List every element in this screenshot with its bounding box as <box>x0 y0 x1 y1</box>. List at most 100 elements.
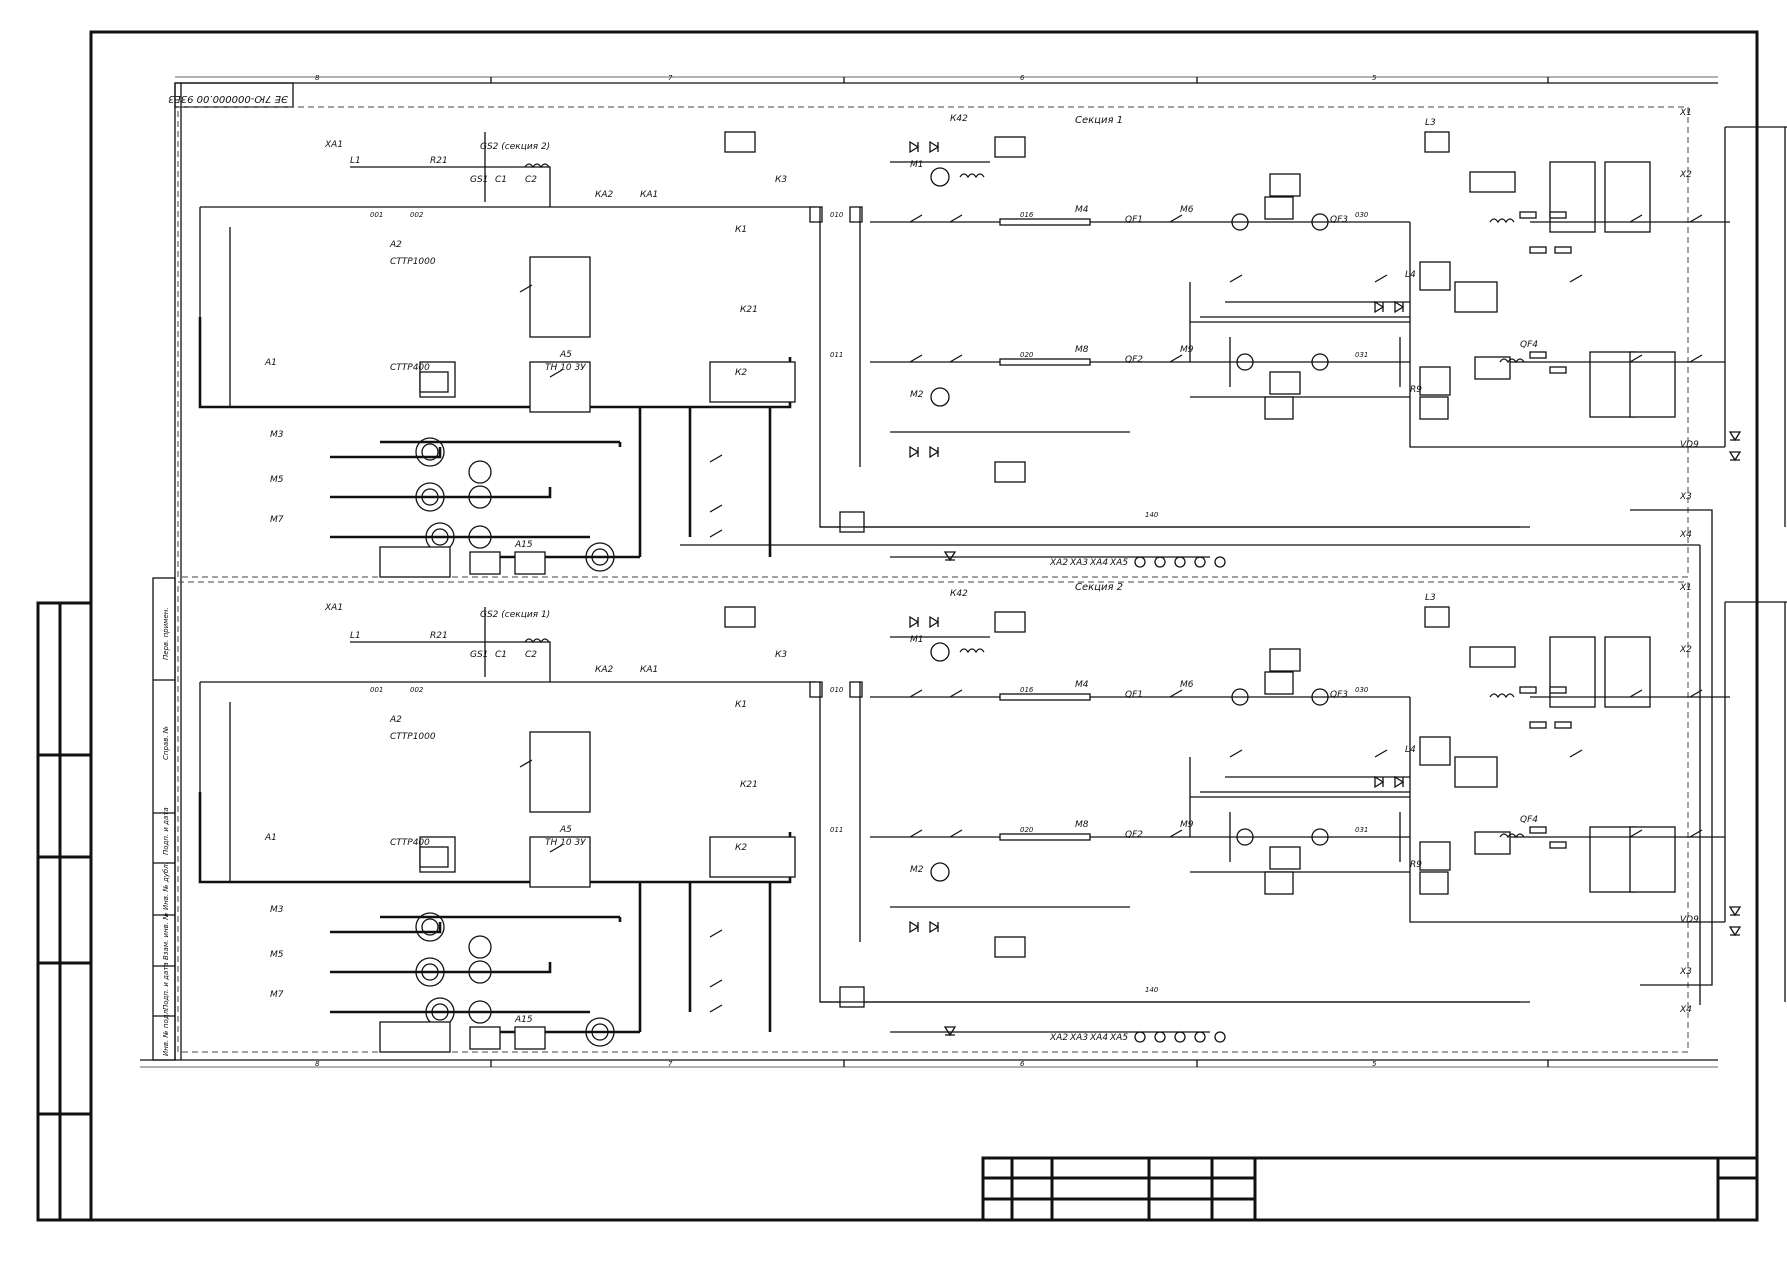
label-vd9: VD9 <box>1680 915 1699 925</box>
section-2-title: Секция 2 <box>1075 582 1123 593</box>
wire-010: 010 <box>830 686 844 694</box>
label-sttr1000: СТТР1000 <box>390 732 436 742</box>
wire-011: 011 <box>830 351 843 359</box>
drawing-frame <box>89 30 1759 1222</box>
side-label-5: Взам. инв. № <box>162 912 170 960</box>
label-m9: М9 <box>1180 820 1194 830</box>
label-c1: С1 <box>495 175 507 185</box>
label-qf2: QF2 <box>1125 830 1143 840</box>
zone-top-8: 8 <box>315 74 320 82</box>
label-x1: Х1 <box>1679 583 1692 593</box>
wire-140: 140 <box>1145 511 1159 519</box>
wire-001: 001 <box>370 686 383 694</box>
label-x3: Х3 <box>1679 967 1692 977</box>
label-l1: L1 <box>350 631 361 641</box>
label-r21: R21 <box>430 156 448 166</box>
label-m6: М6 <box>1180 205 1194 215</box>
label-c2: С2 <box>525 175 537 185</box>
label-m5: М5 <box>270 950 284 960</box>
label-a2: А2 <box>389 240 402 250</box>
label-m2: М2 <box>910 865 924 875</box>
label-l3: L3 <box>1425 593 1436 603</box>
label-sttr400: СТТР400 <box>390 838 430 848</box>
label-xa1: ХА1 <box>324 140 343 150</box>
zone-top-5: 5 <box>1372 74 1377 82</box>
zone-ruler-bottom: 8 7 6 5 <box>140 1059 1718 1068</box>
label-ka1: КА1 <box>640 665 658 675</box>
section-2: Секция 2 GS2 (секция 1) ХА1 L1 R21 GS1 С… <box>176 580 1787 1054</box>
label-tn: ТН 10 3У <box>545 838 586 848</box>
label-qf3: QF3 <box>1330 690 1348 700</box>
wire-011: 011 <box>830 826 843 834</box>
label-xa5: ХА5 <box>1109 558 1128 568</box>
label-u3: L4 <box>1405 745 1416 755</box>
label-qf3: QF3 <box>1330 215 1348 225</box>
label-r21: R21 <box>430 631 448 641</box>
label-k21: К21 <box>740 780 758 790</box>
wire-040: 030 <box>1355 686 1369 694</box>
wire-002: 002 <box>410 211 424 219</box>
label-a1: А1 <box>264 833 277 843</box>
wire-001: 001 <box>370 211 383 219</box>
wire-040: 030 <box>1355 211 1369 219</box>
zone-ruler-top: 8 7 6 5 <box>175 74 1718 84</box>
label-r7: R9 <box>1410 860 1422 870</box>
label-m1: М1 <box>910 160 924 170</box>
label-x3: Х3 <box>1679 492 1692 502</box>
label-gs1: GS1 <box>470 175 488 185</box>
label-m8: М8 <box>1075 820 1089 830</box>
side-stamp-strip <box>36 601 93 1222</box>
zone-bot-5: 5 <box>1372 1060 1377 1068</box>
label-a15: A15 <box>514 1015 533 1025</box>
label-vd9: VD9 <box>1680 440 1699 450</box>
section-1: Секция 1 GS2 (секция 2) ХА1 L1 R21 GS1 С… <box>176 105 1787 579</box>
label-u3: L4 <box>1405 270 1416 280</box>
label-x4: Х4 <box>1679 530 1692 540</box>
side-label-6: Подп. и дата <box>162 962 170 1010</box>
label-xa3: ХА3 <box>1069 1033 1088 1043</box>
side-label-1: Перв. примен. <box>162 607 170 660</box>
label-xa5: ХА5 <box>1109 1033 1128 1043</box>
wire-002: 002 <box>410 686 424 694</box>
label-k2: К2 <box>735 368 747 378</box>
label-k3: К3 <box>775 650 787 660</box>
label-xa4: ХА4 <box>1089 1033 1108 1043</box>
zone-bot-7: 7 <box>668 1060 673 1068</box>
label-ka2: КА2 <box>595 665 614 675</box>
label-ka2: КА2 <box>595 190 614 200</box>
wire-020: 016 <box>1020 211 1034 219</box>
inter-section-links <box>680 509 1713 1005</box>
side-label-2: Справ. № <box>162 726 170 760</box>
label-m1: М1 <box>910 635 924 645</box>
label-m2: М2 <box>910 390 924 400</box>
label-m8: М8 <box>1075 345 1089 355</box>
label-k1: К1 <box>735 700 747 710</box>
label-qf4: QF4 <box>1520 340 1538 350</box>
label-x1: Х1 <box>1679 108 1692 118</box>
zone-top-6: 6 <box>1020 74 1025 82</box>
label-sttr400: СТТР400 <box>390 363 430 373</box>
wire-010: 010 <box>830 211 844 219</box>
label-k2: К2 <box>735 843 747 853</box>
label-qf2: QF2 <box>1125 355 1143 365</box>
label-c2: С2 <box>525 650 537 660</box>
label-a15: A15 <box>514 540 533 550</box>
label-k3: К3 <box>775 175 787 185</box>
label-l1: L1 <box>350 156 361 166</box>
label-k42: К42 <box>950 114 968 124</box>
label-m6: М6 <box>1180 680 1194 690</box>
label-xa2: ХА2 <box>1049 558 1068 568</box>
section-1-gs2-note: GS2 (секция 2) <box>480 142 550 152</box>
zone-top-7: 7 <box>668 74 673 82</box>
wire-140: 140 <box>1145 986 1159 994</box>
label-xa1: ХА1 <box>324 603 343 613</box>
label-m7: М7 <box>270 990 284 1000</box>
wire-041: 031 <box>1355 351 1368 359</box>
label-k1: К1 <box>735 225 747 235</box>
label-xa2: ХА2 <box>1049 1033 1068 1043</box>
label-a2: А2 <box>389 715 402 725</box>
side-label-3: Подп. и дата <box>162 807 170 855</box>
label-qf4: QF4 <box>1520 815 1538 825</box>
code-stamp: ЭЕ 7Ю-000000.00 93Е3 <box>168 82 294 108</box>
